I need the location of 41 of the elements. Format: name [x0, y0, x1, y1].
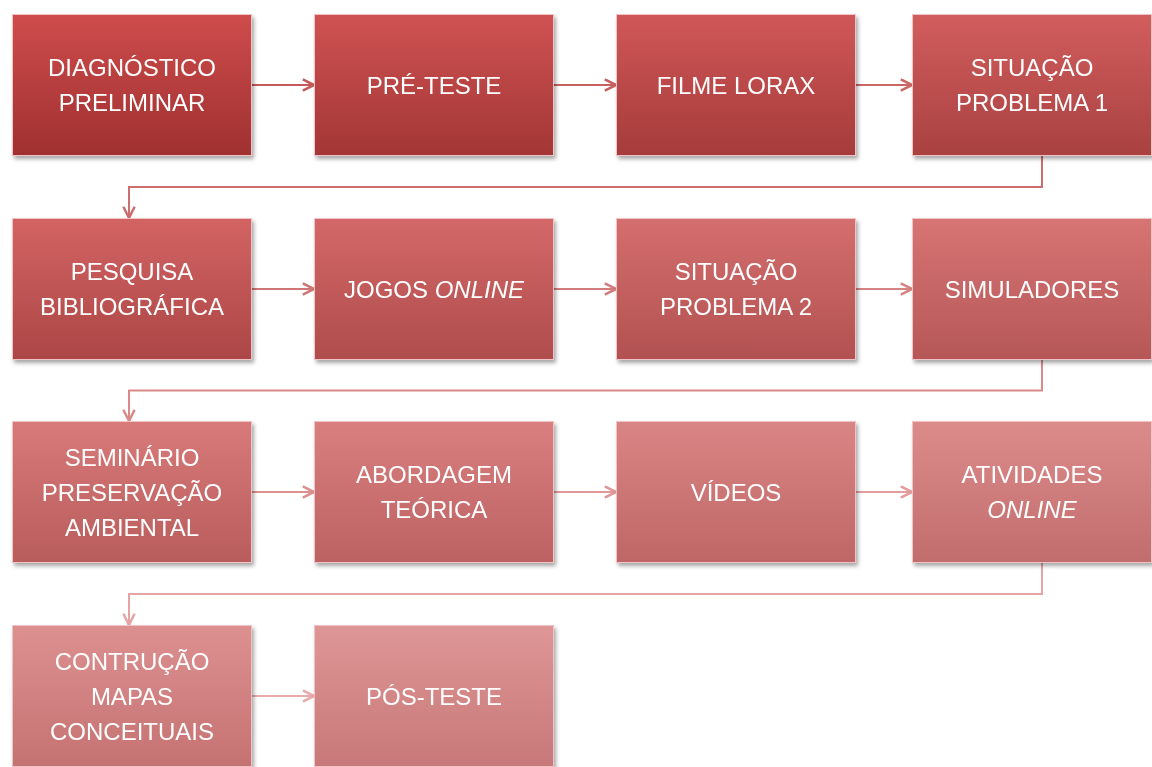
- arrow: [855, 485, 914, 499]
- process-box: [912, 421, 1152, 563]
- step-label: CONTRUÇÃO MAPAS CONCEITUAIS: [49, 646, 215, 747]
- arrow: [122, 359, 1043, 423]
- arrow: [251, 485, 316, 499]
- step-label: JOGOS ONLINE: [343, 274, 524, 305]
- process-box: [314, 625, 554, 767]
- process-box: [912, 14, 1152, 156]
- step-label: PÓS-TESTE: [366, 681, 502, 712]
- arrow: [855, 282, 914, 296]
- step-label: SEMINÁRIO PRESERVAÇÃO AMBIENTAL: [40, 442, 224, 543]
- process-box: [314, 14, 554, 156]
- arrow: [251, 78, 316, 92]
- step-label: SITUAÇÃO PROBLEMA 2: [658, 257, 814, 322]
- step-label: SITUAÇÃO PROBLEMA 1: [954, 53, 1110, 118]
- process-box: [616, 14, 856, 156]
- arrow: [553, 78, 618, 92]
- arrow: [553, 485, 618, 499]
- step-label: PRÉ-TESTE: [366, 70, 502, 101]
- step-label: PESQUISA BIBLIOGRÁFICA: [38, 257, 225, 322]
- process-box: [12, 218, 252, 360]
- step-label: DIAGNÓSTICO PRELIMINAR: [47, 53, 217, 118]
- arrow: [855, 78, 914, 92]
- process-box: [12, 421, 252, 563]
- process-box: [12, 625, 252, 767]
- arrow: [553, 282, 618, 296]
- arrow: [251, 282, 316, 296]
- step-label: ABORDAGEM TEÓRICA: [355, 460, 513, 525]
- arrow: [251, 689, 316, 703]
- arrow: [122, 155, 1043, 220]
- process-box: [12, 14, 252, 156]
- process-box: [616, 421, 856, 563]
- step-label: VÍDEOS: [690, 477, 782, 508]
- step-label: FILME LORAX: [656, 70, 816, 101]
- process-box: [314, 218, 554, 360]
- step-label: SIMULADORES: [944, 274, 1120, 305]
- arrow: [122, 562, 1043, 627]
- process-box: [616, 218, 856, 360]
- step-label: ATIVIDADES ONLINE: [960, 460, 1104, 525]
- process-box: [314, 421, 554, 563]
- process-box: [912, 218, 1152, 360]
